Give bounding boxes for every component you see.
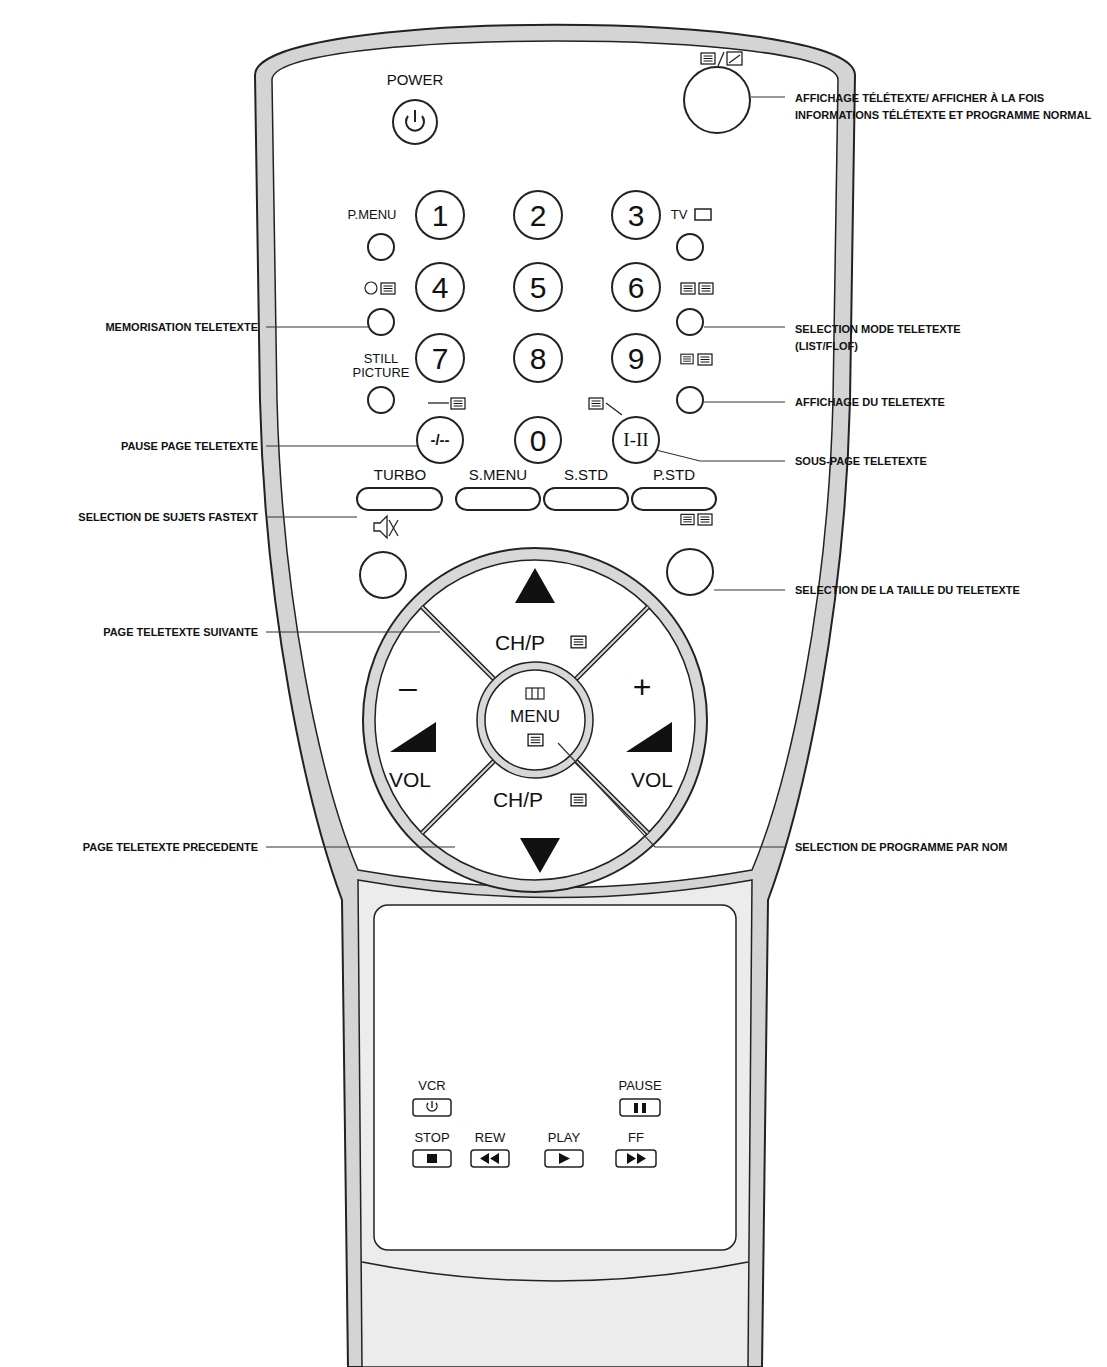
- button-label: MENU: [510, 708, 560, 727]
- remote-lower-body: [358, 880, 752, 1367]
- button-digit: 1: [432, 199, 449, 232]
- button-label: TURBO: [374, 467, 427, 484]
- callout: MEMORISATION TELETEXTE: [105, 321, 258, 333]
- buttons: [357, 67, 750, 598]
- callout: AFFICHAGE TÉLÉTEXTE/ AFFICHER À LA FOIS …: [795, 90, 1095, 123]
- button-label: STILL PICTURE: [351, 352, 411, 381]
- callout: SELECTION MODE TELETEXTE (LIST/FLOF): [795, 321, 1010, 354]
- callout: SOUS-PAGE TELETEXTE: [795, 455, 927, 467]
- button-label: S.MENU: [469, 467, 527, 484]
- callout: SELECTION DE SUJETS FASTEXT: [78, 511, 258, 523]
- button-digit: 7: [432, 342, 449, 375]
- button-label: VCR: [418, 1079, 445, 1093]
- button-label: +: [633, 670, 652, 705]
- remote-face: [272, 41, 838, 888]
- callout: SELECTION DE PROGRAMME PAR NOM: [795, 841, 1007, 853]
- teletext-icons: [365, 52, 742, 538]
- button-label: VOL: [389, 768, 431, 791]
- button-digit: 0: [530, 424, 547, 457]
- vcr-symbols: [427, 1101, 646, 1164]
- callout: AFFICHAGE DU TELETEXTE: [795, 396, 945, 408]
- remote-housing: [255, 25, 855, 1367]
- button-label: STOP: [414, 1131, 449, 1145]
- direction-pad: [363, 548, 707, 892]
- button-label: P.STD: [653, 467, 695, 484]
- button-label: VOL: [631, 768, 673, 791]
- button-label: I-II: [623, 430, 648, 451]
- callout: PAUSE PAGE TELETEXTE: [121, 440, 258, 452]
- callout: PAGE TELETEXTE SUIVANTE: [103, 626, 258, 638]
- button-label: -/--: [430, 432, 449, 449]
- button-label: CH/P: [493, 788, 543, 811]
- button-label: S.STD: [564, 467, 608, 484]
- button-label: PAUSE: [618, 1079, 661, 1093]
- button-label: –: [399, 670, 417, 705]
- button-label: P.MENU: [348, 208, 397, 222]
- vcr-buttons: [413, 1099, 660, 1167]
- button-digit: 9: [628, 342, 645, 375]
- button-digit: 4: [432, 271, 449, 304]
- button-digit: 3: [628, 199, 645, 232]
- flap-panel: [374, 905, 736, 1250]
- callout: PAGE TELETEXTE PRECEDENTE: [83, 841, 258, 853]
- callout: SELECTION DE LA TAILLE DU TELETEXTE: [795, 584, 1020, 596]
- button-digit: 8: [530, 342, 547, 375]
- power-symbol: [414, 110, 416, 122]
- button-label: CH/P: [495, 631, 545, 654]
- button-label: REW: [475, 1131, 505, 1145]
- button-label: FF: [628, 1131, 644, 1145]
- button-label: PLAY: [548, 1131, 580, 1145]
- button-digit: 2: [530, 199, 547, 232]
- button-digit: 6: [628, 271, 645, 304]
- button-digit: 5: [530, 271, 547, 304]
- button-label: POWER: [387, 72, 444, 89]
- leader-lines: [266, 97, 785, 847]
- flap-edge: [362, 1262, 748, 1281]
- button-label: TV: [671, 208, 688, 222]
